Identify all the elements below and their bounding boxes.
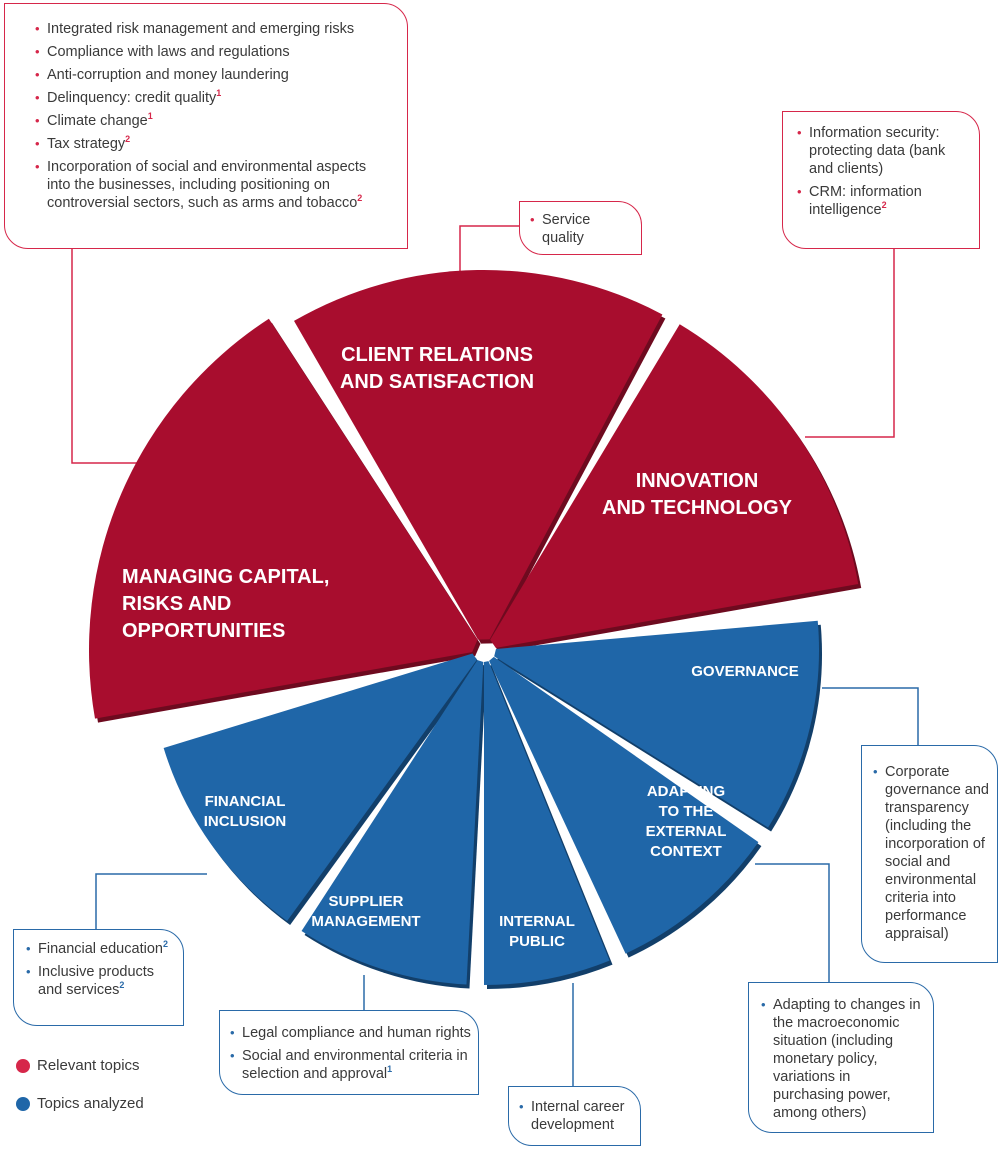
legend-relevant: Relevant topics [16, 1057, 140, 1074]
topic-item: Social and environmental criteria in sel… [230, 1047, 472, 1083]
footnote-marker: 1 [387, 1064, 393, 1075]
governance-connector [822, 687, 919, 745]
topic-item: Legal compliance and human rights [230, 1024, 472, 1042]
legend-analyzed-label: Topics analyzed [37, 1095, 144, 1112]
topic-item: Anti-corruption and money laundering [35, 66, 393, 84]
footnote-marker: 2 [357, 193, 363, 204]
supplier-segment [301, 660, 484, 985]
footnote-marker: 2 [162, 939, 168, 950]
topic-item: Service quality [530, 211, 633, 247]
footnote-marker: 1 [216, 88, 222, 99]
managing-connector [71, 249, 140, 464]
topic-item: Incorporation of social and environmenta… [35, 158, 393, 212]
segments [88, 270, 859, 985]
adapting-segment [489, 656, 759, 954]
footnote-marker: 2 [119, 980, 125, 991]
analyzed-dot-icon [16, 1096, 30, 1111]
adapting-connector [755, 863, 830, 982]
legend-analyzed: Topics analyzed [16, 1095, 144, 1112]
managing-segment [88, 318, 478, 719]
adapting-topics-box: Adapting to changes in the macroeconomic… [748, 982, 934, 1133]
topic-item: CRM: information intelligence2 [797, 183, 969, 219]
innovation-topics-box: Information security: protecting data (b… [782, 111, 980, 249]
financial-topics-box: Financial education2Inclusive products a… [13, 929, 184, 1026]
topic-item: Financial education2 [26, 940, 175, 958]
connector-lines [71, 225, 919, 1086]
topic-item: Adapting to changes in the macroeconomic… [761, 996, 925, 1122]
managing-topics-box: Integrated risk management and emerging … [4, 3, 408, 249]
internal-topics-box: Internal career development [508, 1086, 641, 1146]
client-segment [294, 270, 663, 640]
footnote-marker: 2 [125, 134, 131, 145]
financial-connector [95, 873, 207, 929]
innovation-connector [805, 249, 895, 438]
footnote-marker: 2 [881, 200, 887, 211]
topic-item: Inclusive products and services2 [26, 963, 175, 999]
topic-item: Internal career development [519, 1098, 632, 1134]
topic-item: Integrated risk management and emerging … [35, 20, 393, 38]
client-topics-box: Service quality [519, 201, 642, 255]
topic-item: Climate change1 [35, 112, 393, 130]
topic-item: Corporate governance and transparency (i… [873, 763, 989, 943]
governance-topics-box: Corporate governance and transparency (i… [861, 745, 998, 963]
legend-relevant-label: Relevant topics [37, 1057, 140, 1074]
financial-segment [163, 653, 477, 922]
topic-item: Delinquency: credit quality1 [35, 89, 393, 107]
topic-item: Tax strategy2 [35, 135, 393, 153]
internal-segment [484, 661, 610, 985]
relevant-dot-icon [16, 1058, 30, 1073]
governance-segment [494, 620, 819, 828]
supplier-topics-box: Legal compliance and human rightsSocial … [219, 1010, 479, 1095]
innovation-segment [490, 324, 859, 648]
footnote-marker: 1 [147, 111, 153, 122]
topic-item: Compliance with laws and regulations [35, 43, 393, 61]
governance-segment-label: GOVERNANCE [691, 663, 799, 680]
topic-item: Information security: protecting data (b… [797, 124, 969, 178]
client-connector [459, 225, 519, 275]
